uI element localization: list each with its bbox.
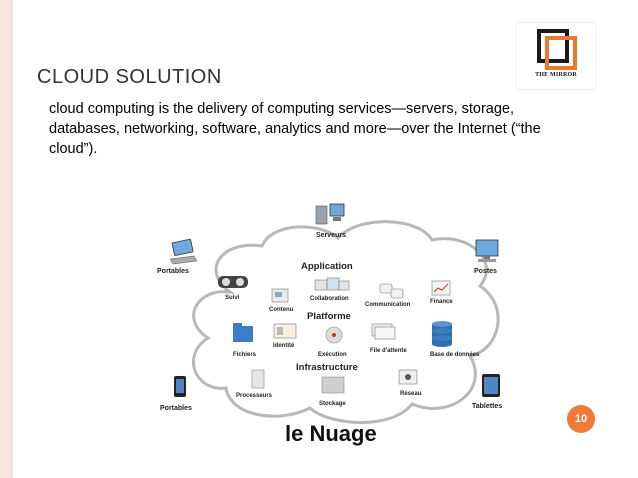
collaboration-label: Collaboration bbox=[310, 296, 349, 302]
phone-icon bbox=[174, 376, 186, 397]
slide-description: cloud computing is the delivery of compu… bbox=[49, 101, 541, 157]
finance-label: Finance bbox=[430, 299, 453, 305]
slide-title: CLOUD SOLUTION bbox=[37, 66, 222, 88]
database-icon bbox=[432, 321, 452, 347]
desktop-icon bbox=[475, 239, 499, 262]
collaboration-icon bbox=[314, 277, 350, 291]
platform-heading: Platforme bbox=[307, 311, 351, 322]
servers-label: Serveurs bbox=[316, 232, 346, 239]
decorative-side-bar bbox=[0, 0, 13, 478]
processor-icon bbox=[251, 369, 265, 389]
infrastructure-heading: Infrastructure bbox=[296, 362, 358, 373]
storage-icon bbox=[321, 376, 345, 394]
finance-icon bbox=[431, 280, 451, 296]
execution-label: Exécution bbox=[318, 352, 347, 358]
gauge-icon bbox=[218, 276, 248, 288]
communication-icon bbox=[379, 283, 404, 299]
storage-label: Stockage bbox=[319, 401, 346, 407]
processors-label: Processeurs bbox=[236, 393, 273, 399]
content-icon bbox=[271, 288, 289, 303]
tablets-label: Tablettes bbox=[472, 403, 502, 410]
queue-label: File d'attente bbox=[370, 348, 407, 354]
tablet-icon bbox=[482, 374, 500, 397]
desktops-label: Postes bbox=[474, 268, 497, 275]
monitoring-label: Suivi bbox=[225, 295, 240, 301]
network-icon bbox=[398, 369, 418, 385]
database-label: Base de données bbox=[430, 352, 480, 358]
logo-text: THE MIRROR bbox=[535, 72, 577, 78]
diagram-caption: le Nuage bbox=[285, 421, 377, 446]
queue-icon bbox=[371, 323, 396, 340]
laptop-icon bbox=[169, 238, 198, 265]
execution-icon bbox=[325, 326, 343, 344]
page-number-badge: 10 bbox=[567, 405, 595, 433]
network-label: Réseau bbox=[400, 391, 422, 397]
the-mirror-logo: THE MIRROR bbox=[516, 22, 596, 90]
cloud-shape bbox=[191, 220, 500, 424]
phones-label: Portables bbox=[160, 405, 192, 412]
application-heading: Application bbox=[301, 261, 353, 272]
communication-label: Communication bbox=[365, 302, 411, 308]
files-label: Fichiers bbox=[233, 352, 257, 358]
identity-icon bbox=[273, 323, 297, 339]
folder-icon bbox=[233, 323, 253, 342]
servers-icon bbox=[315, 203, 345, 225]
logo-mark-icon bbox=[537, 29, 577, 70]
content-label: Contenu bbox=[269, 307, 294, 313]
identity-label: Identité bbox=[273, 343, 295, 349]
laptops-label: Portables bbox=[157, 268, 189, 275]
